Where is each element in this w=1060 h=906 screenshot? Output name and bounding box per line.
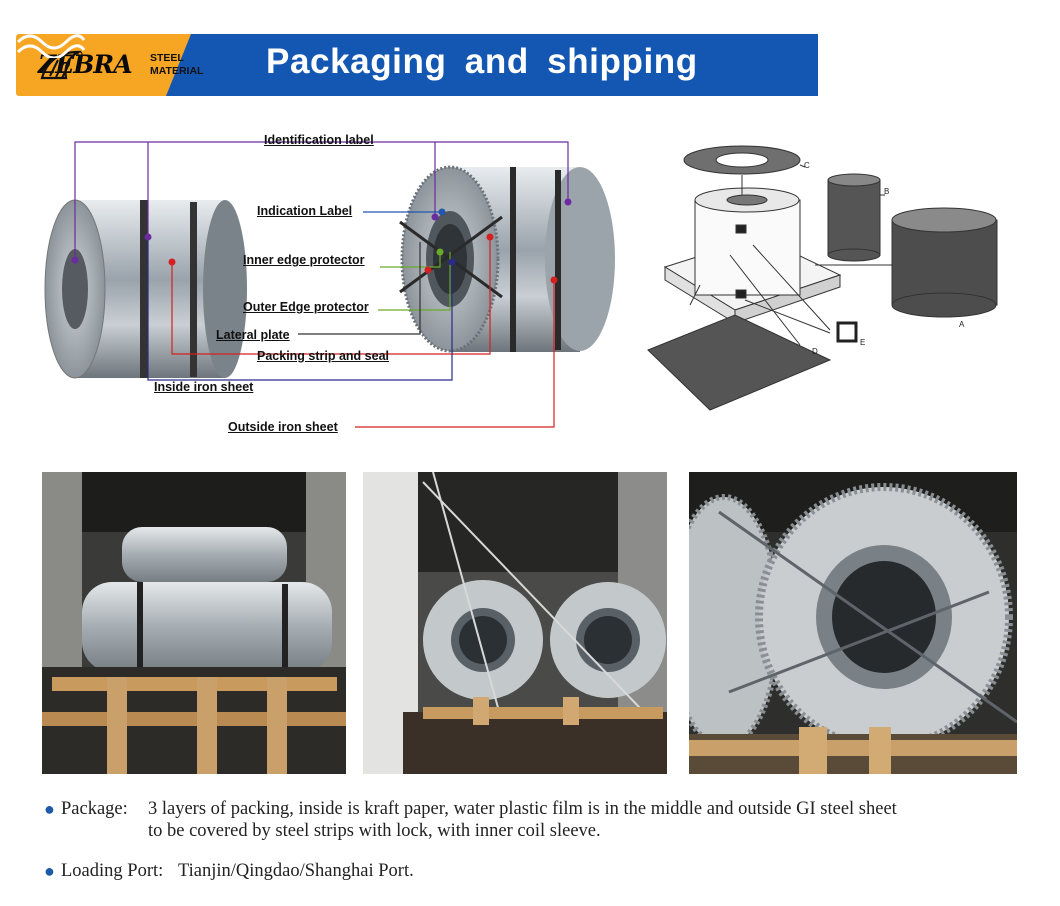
photo-coils-on-crates (42, 472, 346, 774)
letter-d: D (812, 347, 818, 356)
letter-b: B (884, 187, 890, 196)
wave-icon (16, 34, 86, 58)
container-photo-3 (689, 472, 1017, 774)
packaged-coil (399, 165, 615, 353)
container-photo-1 (42, 472, 346, 774)
port-text: Tianjin/Qingdao/Shanghai Port. (178, 861, 414, 881)
coil-packaging-diagram: Identification label Indication Label In… (40, 122, 640, 442)
label-inside-sheet: Inside iron sheet (154, 380, 254, 394)
zebra-emblem-icon (40, 50, 83, 80)
label-indication: Indication Label (257, 204, 353, 218)
port-label: Loading Port: (61, 861, 164, 881)
bullet-icon: ● (44, 861, 55, 881)
package-line-1: 3 layers of packing, inside is kraft pap… (148, 799, 897, 819)
letter-c: C (804, 161, 810, 170)
brand-line-2: MATERIAL (150, 65, 204, 77)
callout-dots (71, 198, 572, 284)
container-photo-2 (363, 472, 667, 774)
label-lateral: Lateral plate (216, 328, 290, 342)
callout-lines (74, 141, 569, 428)
photo-coil-closeup (689, 472, 1017, 774)
brand-line-1: STEEL (150, 52, 184, 64)
package-label: Package: (61, 799, 128, 819)
bullet-icon: ● (44, 799, 55, 819)
label-inner-edge: Inner edge protector (243, 253, 365, 267)
exploded-packaging-diagram: C B A D E (640, 135, 1020, 420)
label-outer-edge: Outer Edge protector (243, 300, 369, 314)
banner-background (16, 34, 818, 96)
page-title: Packaging and shipping (266, 42, 698, 81)
package-note: ● Package: 3 layers of packing, inside i… (44, 798, 1034, 844)
bare-coil (44, 199, 247, 379)
port-note: ● Loading Port: Tianjin/Qingdao/Shanghai… (44, 860, 644, 884)
label-identification: Identification label (264, 133, 374, 147)
photo-strapped-coils (363, 472, 667, 774)
header-banner: ZEBRA STEEL MATERIAL Packaging and shipp… (16, 34, 818, 96)
coil-illustrations (44, 141, 615, 428)
exploded-view (647, 145, 998, 411)
label-outside-sheet: Outside iron sheet (228, 420, 338, 434)
letter-a: A (959, 320, 965, 329)
brand-name: ZEBRA (38, 50, 133, 79)
brand-subtitle: STEEL MATERIAL (150, 52, 203, 78)
letter-e: E (860, 338, 866, 347)
package-line-2: to be covered by steel strips with lock,… (148, 821, 601, 841)
label-packing-strip: Packing strip and seal (257, 349, 389, 363)
